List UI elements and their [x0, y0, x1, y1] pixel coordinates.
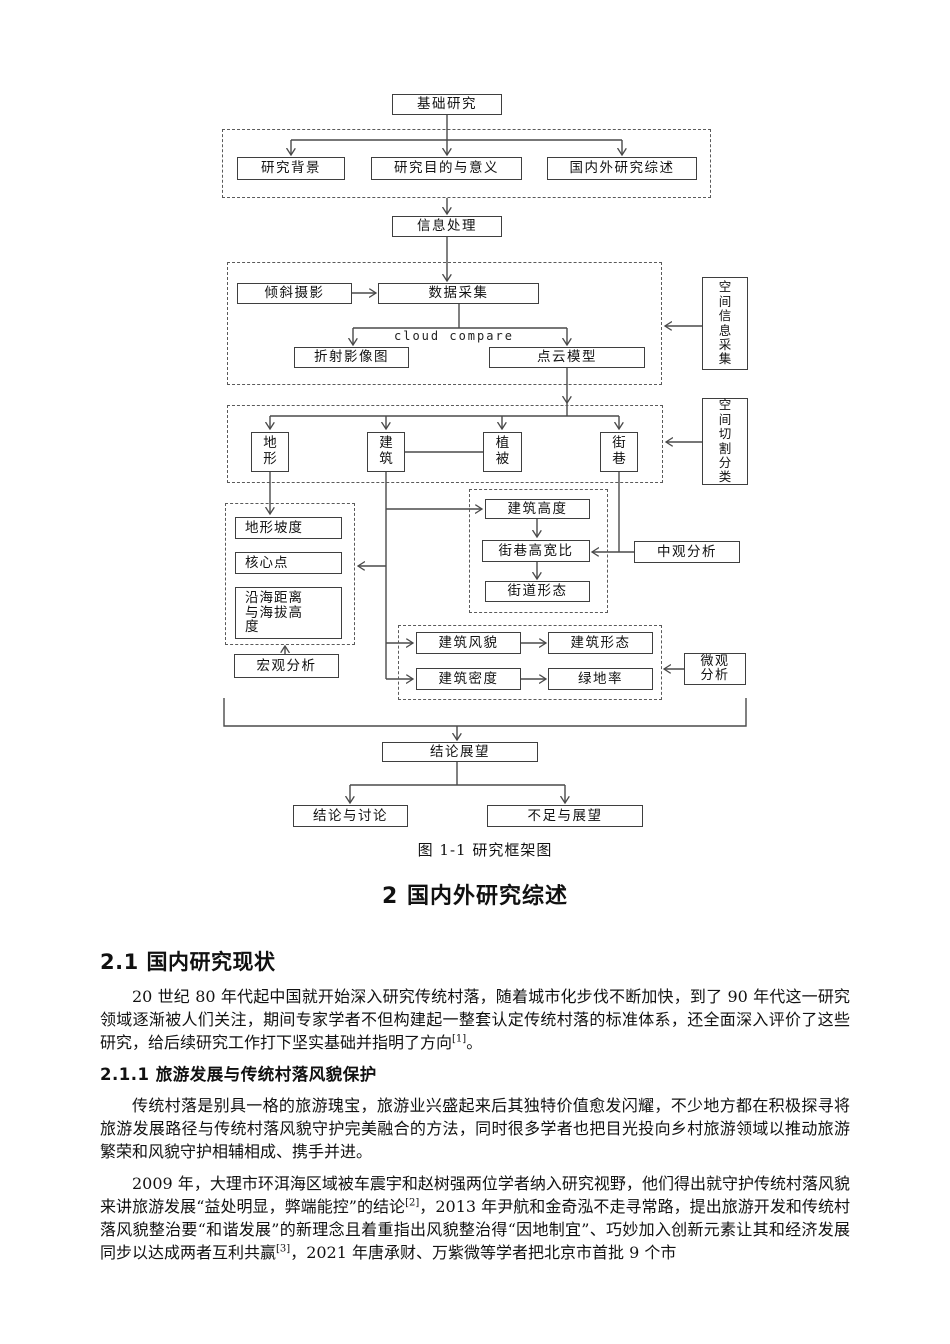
- citation-ref-3: [3]: [276, 1244, 290, 1255]
- node-label: 建筑: [378, 436, 393, 467]
- node-core-point: 核心点: [235, 552, 342, 574]
- citation-ref-2: [2]: [405, 1198, 419, 1209]
- node-conclusion-discussion: 结论与讨论: [293, 805, 408, 827]
- citation-ref-1: [1]: [452, 1034, 466, 1045]
- node-research-purpose: 研究目的与意义: [371, 157, 522, 180]
- node-spatial-info-collection: 空间信息采集: [702, 277, 748, 370]
- node-label: 结论展望: [430, 745, 490, 760]
- section-title: 2.1 国内研究现状: [100, 946, 850, 976]
- node-label: 建筑高度: [508, 502, 568, 517]
- research-framework-flowchart: 基础研究 研究背景 研究目的与意义 国内外研究综述 信息处理 倾斜摄影 数据采集…: [0, 0, 950, 870]
- paragraph-text: ，2021 年唐承财、万紫微等学者把北京市首批 9 个市: [290, 1243, 676, 1262]
- node-building-form: 建筑形态: [548, 632, 653, 654]
- paragraph-1: 20 世纪 80 年代起中国就开始深入研究传统村落，随着城市化步伐不断加快，到了…: [100, 985, 850, 1054]
- node-label: 街巷: [611, 436, 626, 467]
- node-label: 研究背景: [261, 161, 321, 176]
- node-label: 沿海距离 与海拔高 度: [245, 591, 303, 636]
- node-label: 建筑风貌: [439, 636, 499, 651]
- node-label: 研究目的与意义: [394, 161, 499, 176]
- node-point-cloud-model: 点云模型: [489, 347, 645, 368]
- node-basic-research: 基础研究: [392, 94, 502, 115]
- node-label: 空间切割分类: [718, 398, 732, 484]
- node-label: 倾斜摄影: [265, 286, 325, 301]
- node-building-style: 建筑风貌: [416, 632, 521, 654]
- node-meso-analysis: 中观分析: [634, 541, 740, 563]
- node-coastal-distance-elevation: 沿海距离 与海拔高 度: [235, 587, 342, 639]
- node-terrain-slope: 地形坡度: [235, 517, 342, 539]
- node-building: 建筑: [367, 432, 405, 472]
- text-column: 2 国内外研究综述 2.1 国内研究现状 20 世纪 80 年代起中国就开始深入…: [100, 878, 850, 1264]
- paragraph-2: 传统村落是别具一格的旅游瑰宝，旅游业兴盛起来后其独特价值愈发闪耀，不少地方都在积…: [100, 1094, 850, 1163]
- node-label: 绿地率: [578, 672, 623, 687]
- node-label: 微观 分析: [700, 655, 729, 684]
- node-label: 建筑形态: [571, 636, 631, 651]
- node-building-density: 建筑密度: [416, 668, 521, 690]
- node-street: 街巷: [600, 432, 638, 472]
- node-conclusion-outlook: 结论展望: [382, 742, 538, 762]
- node-label: 植被: [495, 436, 510, 467]
- figure-caption: 图 1-1 研究框架图: [365, 839, 605, 860]
- node-label: 核心点: [245, 556, 289, 571]
- node-limitation-outlook: 不足与展望: [487, 805, 643, 827]
- node-data-collection: 数据采集: [378, 283, 539, 304]
- subsection-title: 2.1.1 旅游发展与传统村落风貌保护: [100, 1061, 850, 1085]
- node-label: 国内外研究综述: [570, 161, 675, 176]
- node-macro-analysis: 宏观分析: [234, 654, 339, 678]
- node-research-background: 研究背景: [237, 157, 345, 180]
- node-terrain: 地形: [251, 432, 289, 472]
- node-label: 折射影像图: [314, 350, 389, 365]
- node-label: 建筑密度: [439, 672, 499, 687]
- node-street-aspect-ratio: 街巷高宽比: [482, 540, 590, 562]
- node-label: 街道形态: [508, 584, 568, 599]
- node-label: 中观分析: [657, 545, 717, 560]
- paragraph-3: 2009 年，大理市环洱海区域被车震宇和赵树强两位学者纳入研究视野，他们得出就守…: [100, 1172, 850, 1264]
- node-label: 空间信息采集: [718, 280, 732, 366]
- node-label: 信息处理: [417, 219, 477, 234]
- paragraph-text: 。: [466, 1033, 482, 1052]
- node-label: 地形坡度: [245, 521, 303, 536]
- cloud-compare-label: cloud compare: [394, 329, 514, 343]
- node-green-rate: 绿地率: [548, 668, 653, 690]
- group-spatial-elements: [227, 405, 663, 483]
- node-oblique-photography: 倾斜摄影: [237, 283, 352, 304]
- node-street-form: 街道形态: [485, 581, 590, 602]
- node-info-processing: 信息处理: [392, 216, 502, 237]
- node-label: 街巷高宽比: [499, 544, 574, 559]
- node-micro-analysis: 微观 分析: [684, 653, 746, 685]
- node-ortho-image: 折射影像图: [294, 347, 409, 368]
- node-literature-review: 国内外研究综述: [547, 157, 697, 180]
- node-label: 数据采集: [429, 286, 489, 301]
- node-label: 不足与展望: [528, 809, 603, 824]
- node-label: 地形: [262, 436, 277, 467]
- chapter-title: 2 国内外研究综述: [100, 878, 850, 910]
- node-vegetation: 植被: [483, 432, 522, 472]
- node-label: 基础研究: [417, 97, 477, 112]
- node-building-height: 建筑高度: [485, 499, 590, 519]
- node-label: 宏观分析: [257, 659, 317, 674]
- node-spatial-cut-classify: 空间切割分类: [702, 398, 748, 485]
- node-label: 结论与讨论: [313, 809, 388, 824]
- node-label: 点云模型: [537, 350, 597, 365]
